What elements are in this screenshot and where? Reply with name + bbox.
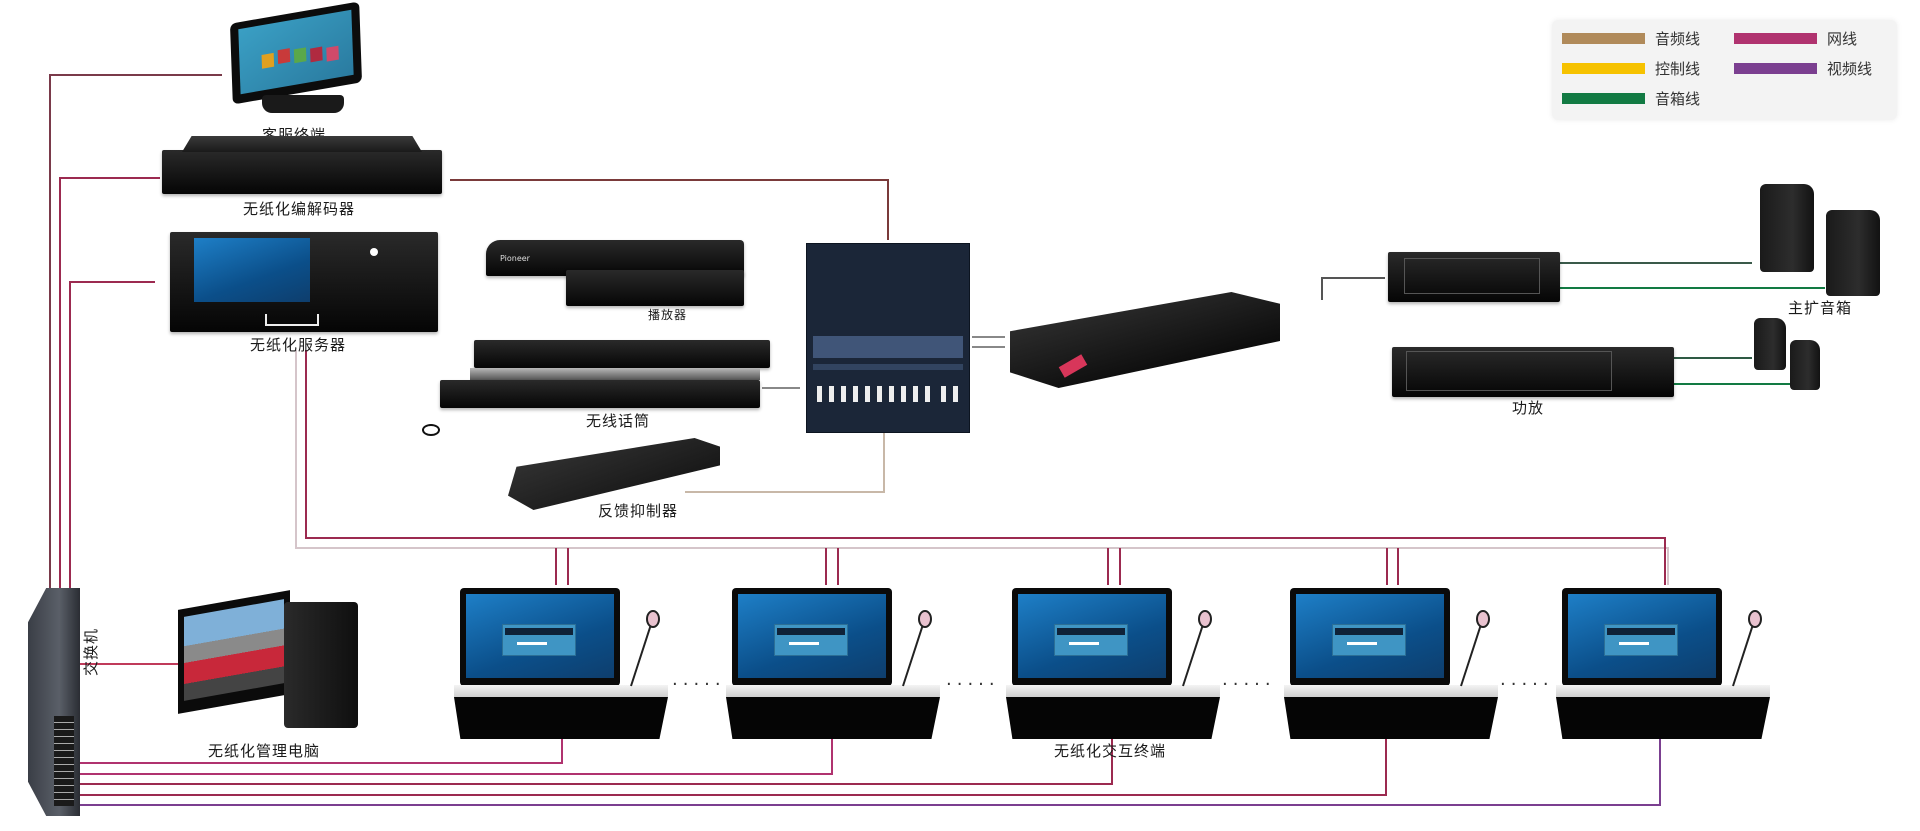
audio-line-codec-mixer xyxy=(450,179,889,240)
server-screen xyxy=(194,238,310,302)
ellipsis: ····· xyxy=(1500,674,1554,695)
handheld-mic-icon xyxy=(422,424,440,436)
terminals-label: 无纸化交互终端 xyxy=(1054,742,1167,760)
amplifier-icon xyxy=(1392,347,1674,397)
network-switch-icon xyxy=(28,588,80,816)
legend-label: 网线 xyxy=(1827,30,1858,48)
legend-item-control: 控制线 xyxy=(1562,58,1700,79)
server-icon xyxy=(170,232,438,332)
ellipsis: ····· xyxy=(672,674,726,695)
bus-drop-1 xyxy=(555,548,569,585)
bus-drop-2 xyxy=(825,548,839,585)
wireless-mic-label: 无线话筒 xyxy=(586,412,651,430)
lift-terminal-icon[interactable] xyxy=(726,588,948,739)
lift-terminal-icon[interactable] xyxy=(1006,588,1228,739)
bus-drop-3 xyxy=(1107,548,1121,585)
switch-label: 交换机 xyxy=(82,627,100,676)
ellipsis: ····· xyxy=(1222,674,1276,695)
media-player-icon: Pioneer xyxy=(486,240,746,306)
lift-terminal-icon[interactable] xyxy=(1284,588,1506,739)
player-label: 播放器 xyxy=(648,308,688,322)
main-speakers-label: 主扩音箱 xyxy=(1788,299,1853,317)
legend-label: 控制线 xyxy=(1655,60,1701,78)
legend-label: 视频线 xyxy=(1827,60,1873,78)
bus-drop-4 xyxy=(1386,548,1399,585)
touch-terminal-icon xyxy=(229,1,363,105)
feedback-suppressor-icon xyxy=(508,438,720,510)
audio-processor-icon xyxy=(1010,292,1280,390)
codec-label: 无纸化编解码器 xyxy=(243,200,356,218)
gooseneck-mic-icon xyxy=(918,610,932,628)
lift-terminal-icon[interactable] xyxy=(454,588,676,739)
network-line-codec xyxy=(59,177,160,590)
legend-swatch xyxy=(1562,93,1645,104)
gooseneck-mic-icon xyxy=(1476,610,1490,628)
speaker-icon xyxy=(1790,340,1820,390)
legend-item-video: 视频线 xyxy=(1734,58,1872,79)
legend-item-speaker: 音箱线 xyxy=(1562,88,1700,109)
legend-item-audio: 音频线 xyxy=(1562,28,1700,49)
lift-terminal-icon[interactable] xyxy=(1556,588,1778,739)
gooseneck-mic-icon xyxy=(646,610,660,628)
speaker-icon xyxy=(1826,210,1880,296)
admin-pc-label: 无纸化管理电脑 xyxy=(208,742,321,760)
desktop-pc-icon xyxy=(178,590,358,730)
legend-label: 音箱线 xyxy=(1655,90,1701,108)
legend-swatch xyxy=(1562,33,1645,44)
gooseneck-mic-icon xyxy=(1198,610,1212,628)
speaker-icon xyxy=(1754,318,1786,370)
legend-swatch xyxy=(1734,63,1817,74)
amplifier-icon xyxy=(1388,252,1560,302)
legend: 音频线 控制线 音箱线 网线 视频线 xyxy=(1552,20,1897,120)
legend-item-network: 网线 xyxy=(1734,28,1857,49)
ellipsis: ····· xyxy=(946,674,1000,695)
legend-label: 音频线 xyxy=(1655,30,1701,48)
server-label: 无纸化服务器 xyxy=(250,336,347,354)
legend-swatch xyxy=(1734,33,1817,44)
audio-mixer-icon xyxy=(806,243,970,433)
feedback-label: 反馈抑制器 xyxy=(598,502,679,520)
rack-codec-icon xyxy=(162,136,442,194)
network-line-term-2 xyxy=(80,733,833,775)
audio-line-mixer-processor xyxy=(972,336,1005,348)
legend-swatch xyxy=(1562,63,1645,74)
speaker-icon xyxy=(1760,184,1814,272)
network-line-server xyxy=(69,281,155,590)
wireless-mic-receiver-icon xyxy=(440,340,770,410)
audio-line-amp-in xyxy=(1321,277,1385,300)
kiosk-stand xyxy=(262,95,344,113)
gooseneck-mic-icon xyxy=(1748,610,1762,628)
amplifier-label: 功放 xyxy=(1512,399,1545,417)
